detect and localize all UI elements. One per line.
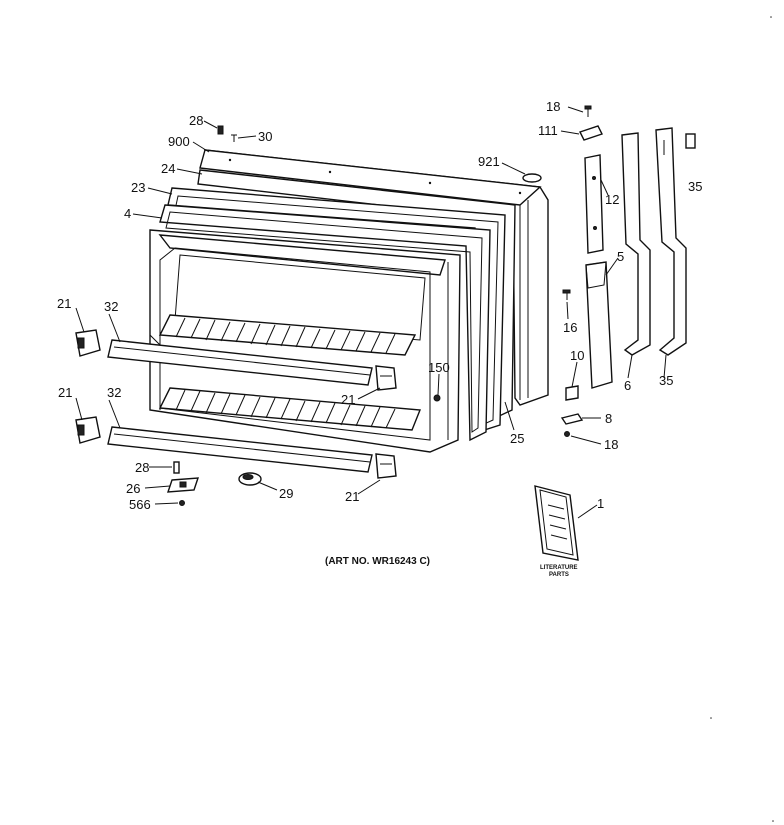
screw-28-top xyxy=(217,125,224,135)
screw-566 xyxy=(179,500,185,506)
label-18-top: 18 xyxy=(546,99,560,114)
lower-door-rail xyxy=(107,426,373,473)
part-labels: 28 30 900 24 23 4 921 18 111 12 35 5 16 … xyxy=(57,99,702,512)
hinge-arm-6 xyxy=(621,132,651,356)
screw-18-bottom xyxy=(564,431,570,437)
bracket-8 xyxy=(560,413,584,425)
label-29: 29 xyxy=(279,486,293,501)
label-566: 566 xyxy=(129,497,151,512)
label-26: 26 xyxy=(126,481,140,496)
literature-label-line1: LITERATURE xyxy=(540,565,578,571)
screw-150 xyxy=(433,394,441,402)
upper-door-rail xyxy=(107,339,373,386)
label-21-left-top: 21 xyxy=(57,296,71,311)
screw-28-bottom xyxy=(173,461,180,474)
rail-end-cap-left-bottom xyxy=(75,416,101,444)
rail-end-cap-right-bottom xyxy=(375,453,397,479)
label-23: 23 xyxy=(131,180,145,195)
label-6: 6 xyxy=(624,378,631,393)
label-4: 4 xyxy=(124,206,131,221)
label-35-bottom: 35 xyxy=(659,373,673,388)
plug-921 xyxy=(522,173,542,183)
screw-18-top xyxy=(584,105,592,117)
label-32-top: 32 xyxy=(104,299,118,314)
lower-shelf-ribs xyxy=(158,387,421,431)
literature-label-line2: PARTS xyxy=(549,572,569,578)
hinge-cap-111 xyxy=(579,125,603,141)
screw-30 xyxy=(231,134,237,142)
outer-door-panel xyxy=(199,149,549,406)
label-10: 10 xyxy=(570,348,584,363)
label-5: 5 xyxy=(617,249,624,264)
hinge-arm-35 xyxy=(655,127,687,356)
hinge-bracket-5 xyxy=(585,261,613,389)
rail-end-cap-left-top xyxy=(75,329,101,357)
bracket-26 xyxy=(167,477,199,493)
door-liner xyxy=(149,229,461,453)
label-30: 30 xyxy=(258,129,272,144)
upper-shelf-ribs xyxy=(158,314,417,356)
label-900: 900 xyxy=(168,134,190,149)
label-21-bottom: 21 xyxy=(345,489,359,504)
leader-lines xyxy=(75,106,667,519)
label-150: 150 xyxy=(428,360,450,375)
label-25: 25 xyxy=(510,431,524,446)
label-24: 24 xyxy=(161,161,175,176)
rail-end-cap-right-top xyxy=(375,365,397,391)
literature-booklet xyxy=(534,485,579,561)
label-921: 921 xyxy=(478,154,500,169)
label-16: 16 xyxy=(563,320,577,335)
hinge-plate-12 xyxy=(584,154,604,254)
stop-29 xyxy=(238,472,262,486)
label-18-bottom: 18 xyxy=(604,437,618,452)
screw-16 xyxy=(562,289,571,300)
cam-10 xyxy=(565,385,579,401)
label-28-bottom: 28 xyxy=(135,460,149,475)
label-1: 1 xyxy=(597,496,604,511)
label-21-mid: 21 xyxy=(341,392,355,407)
label-111: 111 xyxy=(538,123,558,138)
label-12: 12 xyxy=(605,192,619,207)
cover-35 xyxy=(685,133,696,149)
label-21-left-bottom: 21 xyxy=(58,385,72,400)
label-8: 8 xyxy=(605,411,612,426)
art-number: (ART NO. WR16243 C) xyxy=(325,556,430,567)
door-gasket xyxy=(159,169,516,442)
label-32-bottom: 32 xyxy=(107,385,121,400)
label-28-top: 28 xyxy=(189,113,203,128)
label-35-top: 35 xyxy=(688,179,702,194)
